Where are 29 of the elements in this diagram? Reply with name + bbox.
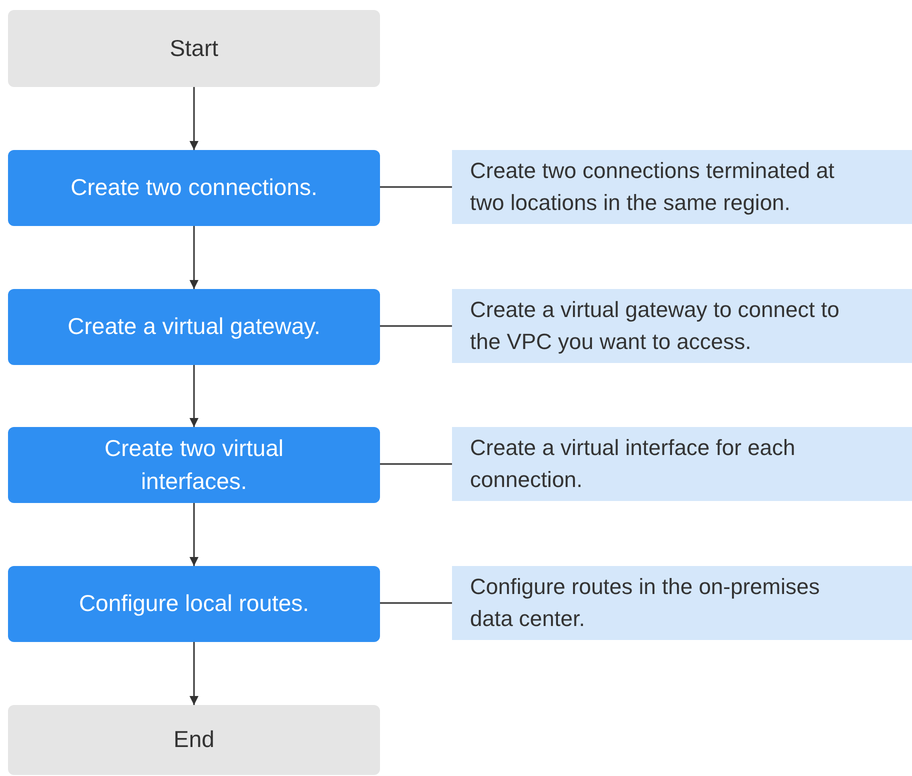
connector-line (380, 325, 452, 327)
arrow (190, 226, 198, 289)
process-box (8, 289, 380, 365)
arrow (190, 503, 198, 566)
terminal-box (8, 705, 380, 775)
node-text: Create two connections. (70, 173, 318, 202)
node-text: Configure local routes. (78, 589, 310, 618)
node-text: Create two virtual interfaces. (104, 434, 284, 496)
note-box (452, 150, 912, 224)
connector-line (380, 463, 452, 465)
node-text: Create a virtual interface for each connection. (470, 434, 796, 494)
note-box (452, 289, 912, 363)
note-box (452, 566, 912, 640)
node-text: Create a virtual gateway. (68, 312, 320, 342)
process-box (8, 566, 380, 642)
terminal-box (8, 10, 380, 87)
process-box (8, 150, 380, 226)
node-text: Configure routes in the on-premises data center. (470, 573, 821, 633)
node-text: Create a virtual gateway to connect to the VPC you want to access. (470, 296, 840, 356)
arrow (190, 87, 198, 150)
node-text: End (174, 725, 214, 754)
connector-line (380, 602, 452, 604)
note-box (452, 427, 912, 501)
arrow (190, 642, 198, 705)
node-text: Start (170, 34, 218, 63)
connector-line (380, 186, 452, 188)
process-box (8, 427, 380, 503)
node-text: Create two connections terminated at two locations in the same region. (470, 157, 836, 217)
arrow (190, 365, 198, 427)
